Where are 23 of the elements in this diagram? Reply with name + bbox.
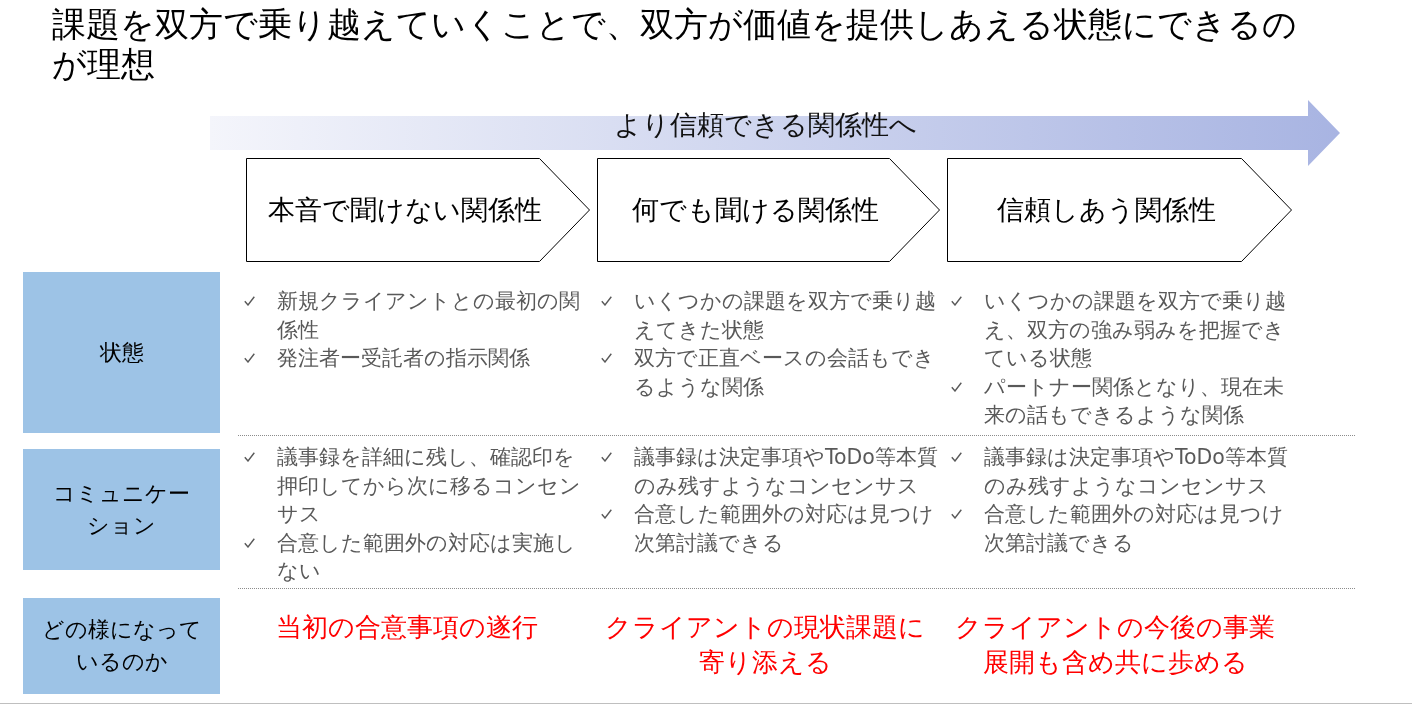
bullet-text: 双方で正直ベースの会話もできるような関係 (634, 345, 936, 401)
chevron-step: 本音で聞けない関係性 (246, 158, 590, 262)
bullet-text: いくつかの課題を双方で乗り越え、双方の強み弱みを把握できている状態 (984, 288, 1287, 372)
outcome-text: クライアントの今後の事業展開も含め共に歩める (954, 611, 1276, 679)
slide-title: 課題を双方で乗り越えていくことで、双方が価値を提供しあえる状態にできるのが理想 (52, 4, 1298, 84)
chevron-step: 信頼しあう関係性 (947, 158, 1292, 262)
chevron-step: 何でも聞ける関係性 (597, 158, 940, 262)
row-header: 状態 (23, 272, 220, 433)
row-header: どの様になっているのか (23, 598, 220, 694)
bullet-text: 合意した範囲外の対応は見つけ次第討議できる (634, 501, 935, 557)
bullet-text: 議事録を詳細に残し、確認印を押印してから次に移るコンセンサス (277, 444, 582, 528)
row-header: コミュニケーション (23, 449, 220, 570)
gradient-arrow: より信頼できる関係性へ (210, 100, 1340, 166)
bullet-text: いくつかの課題を双方で乗り越えてきた状態 (634, 288, 937, 344)
bullet-text: 合意した範囲外の対応は見つけ次第討議できる (984, 501, 1285, 557)
bullet-text: 議事録は決定事項やToDo等本質のみ残すようなコンセンサス (634, 444, 939, 500)
bullet-text: 議事録は決定事項やToDo等本質のみ残すようなコンセンサス (984, 444, 1289, 500)
bullet-text: 発注者ー受託者の指示関係 (277, 345, 530, 372)
bullet-text: 新規クライアントとの最初の関係性 (277, 288, 581, 344)
bullet-text: パートナー関係となり、現在未来の話もできるような関係 (984, 373, 1285, 429)
outcome-text: クライアントの現状課題に寄り添える (604, 611, 926, 679)
bullet-text: 合意した範囲外の対応は実施しない (277, 529, 577, 585)
outcome-text: 当初の合意事項の遂行 (276, 611, 538, 644)
